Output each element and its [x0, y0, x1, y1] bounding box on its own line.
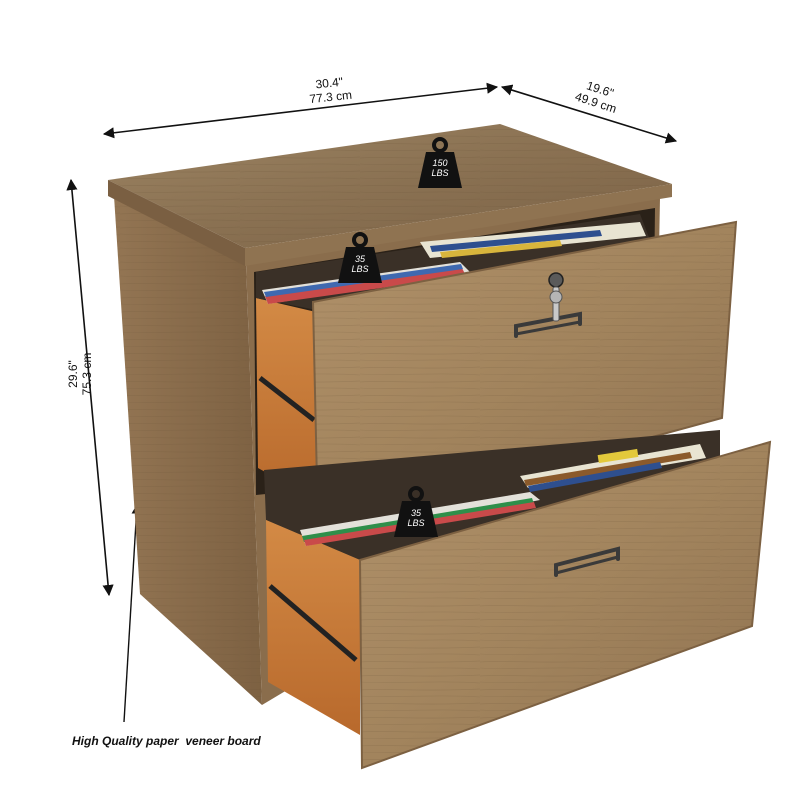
key-lock-icon[interactable] [548, 272, 564, 322]
caption-pointer [123, 504, 142, 723]
weight-icon-lower-drawer [394, 486, 438, 537]
weight-top-value: 150 [432, 158, 448, 168]
weight-lower-unit: LBS [407, 518, 425, 528]
weight-label-lower-drawer: 35 LBS [396, 508, 436, 528]
upper-drawer-slide [258, 376, 316, 422]
upper-drawer-handle[interactable] [514, 311, 582, 338]
weight-lower-value: 35 [410, 508, 421, 518]
width-arrow [102, 82, 499, 139]
lower-drawer-side [266, 520, 360, 735]
weight-label-upper-drawer: 35 LBS [340, 254, 380, 274]
material-caption: High Quality paper veneer board [72, 734, 261, 748]
weight-icon-upper-drawer [338, 232, 382, 283]
dimension-lines [66, 82, 678, 723]
height-inches: 29.6" [66, 360, 80, 388]
lower-drawer[interactable] [264, 430, 772, 770]
upper-drawer[interactable] [256, 214, 738, 530]
height-label: 29.6" 75.3 cm [66, 314, 94, 434]
depth-arrow [500, 84, 678, 144]
weight-upper-unit: LBS [351, 264, 369, 274]
lower-drawer-handle[interactable] [554, 546, 620, 577]
lower-drawer-slide [268, 584, 358, 662]
height-cm: 75.3 cm [80, 352, 94, 396]
weight-top-unit: LBS [431, 168, 449, 178]
cabinet-top-edge-front [245, 184, 672, 266]
height-arrow [66, 178, 114, 597]
cabinet-top-edge-left [108, 180, 245, 266]
weight-upper-value: 35 [354, 254, 365, 264]
weight-icon-top [418, 137, 462, 188]
weight-label-top: 150 LBS [420, 158, 460, 178]
